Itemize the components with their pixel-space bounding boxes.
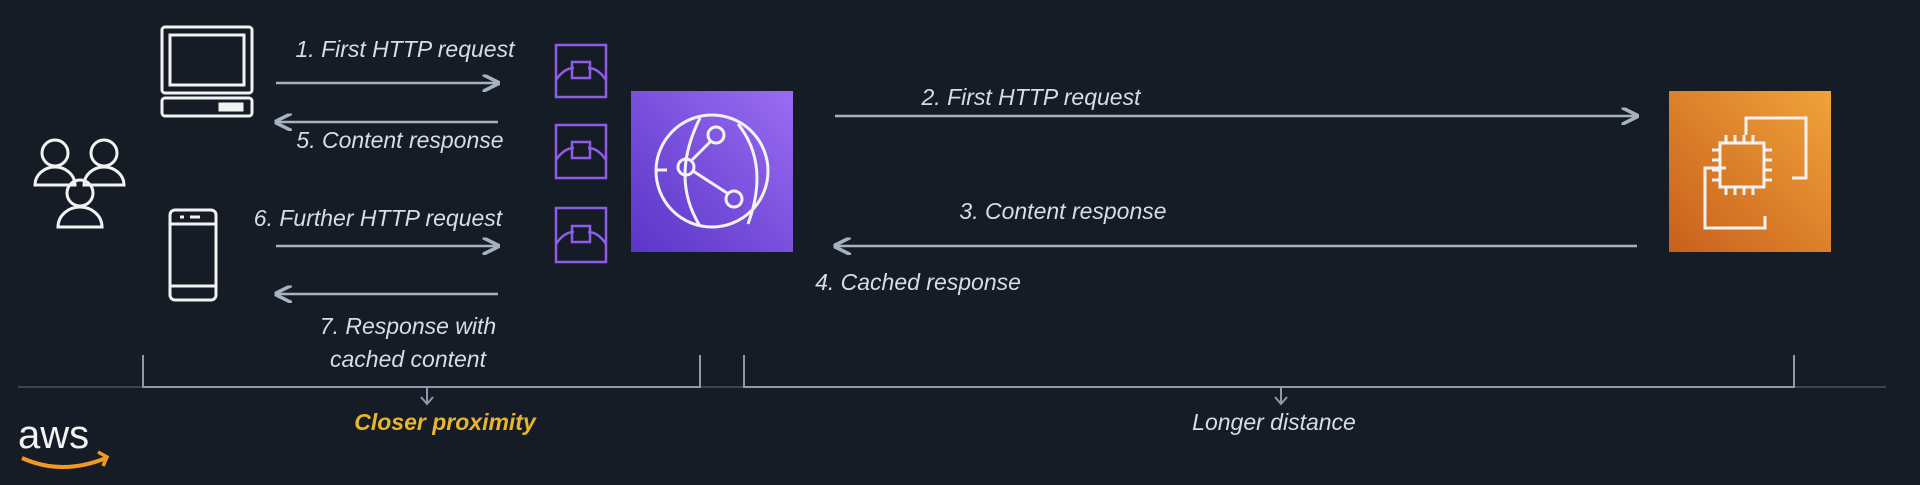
ec2-instance-icon (1669, 91, 1831, 252)
longer-distance-label: Longer distance (1192, 409, 1356, 435)
desktop-computer-icon (160, 25, 254, 118)
edge-location-icon (554, 123, 608, 180)
aws-logo-text: aws (18, 413, 89, 457)
step-1-label: 1. First HTTP request (296, 36, 517, 62)
step-4-label: 4. Cached response (815, 269, 1021, 295)
longer-distance-bracket (743, 355, 1795, 406)
edge-location-icon (554, 43, 608, 99)
aws-logo: aws (18, 413, 110, 469)
mobile-phone-icon (168, 208, 218, 302)
cloudfront-icon (631, 91, 793, 252)
step-6-label: 6. Further HTTP request (254, 205, 504, 231)
step-2-label: 2. First HTTP request (921, 84, 1143, 110)
closer-proximity-bracket (142, 355, 701, 406)
step-5-label: 5. Content response (296, 127, 503, 153)
step-7-label-line2: cached content (330, 346, 488, 372)
step-7-label-line1: 7. Response with (320, 313, 496, 339)
edge-location-icon (554, 206, 608, 264)
users-icon (33, 138, 126, 229)
step-3-label: 3. Content response (959, 198, 1166, 224)
closer-proximity-label: Closer proximity (354, 409, 537, 435)
